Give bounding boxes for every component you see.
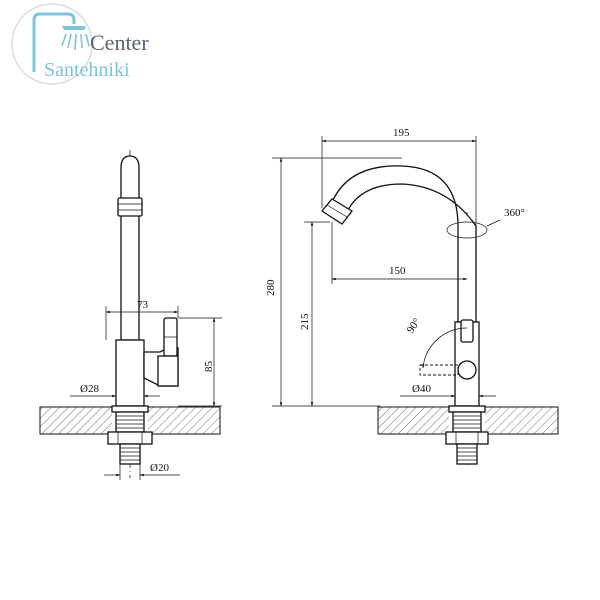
dim-spout-reach: 150: [389, 265, 406, 277]
side-body: [115, 339, 145, 407]
aerator: [321, 198, 353, 225]
logo: Center Santehniki: [11, 3, 149, 85]
logo-line-2: Santehniki: [44, 59, 130, 81]
logo-ring: [11, 3, 93, 85]
spout: [325, 165, 477, 323]
side-pipe: [120, 155, 140, 341]
dim-rotation: 360°: [504, 207, 525, 219]
front-view: 360° 90° Ø40: [265, 127, 559, 466]
dim-spout-height: 215: [299, 313, 311, 330]
dim-handle-offset: 73: [137, 299, 149, 311]
dim-total-height: 280: [265, 279, 277, 296]
dim-thread-diameter: Ø20: [150, 462, 169, 474]
dim-spout-width: 195: [393, 127, 410, 139]
dim-lever-angle: 90°: [405, 316, 424, 336]
dim-handle-height: 85: [203, 361, 215, 373]
dim-base-diameter-side: Ø28: [80, 383, 99, 395]
dim-base-diameter-front: Ø40: [412, 383, 431, 395]
side-view: 73 85 Ø28 Ø20: [39, 150, 222, 480]
shower-icon: [32, 12, 90, 72]
logo-line-1: Center: [90, 30, 149, 55]
